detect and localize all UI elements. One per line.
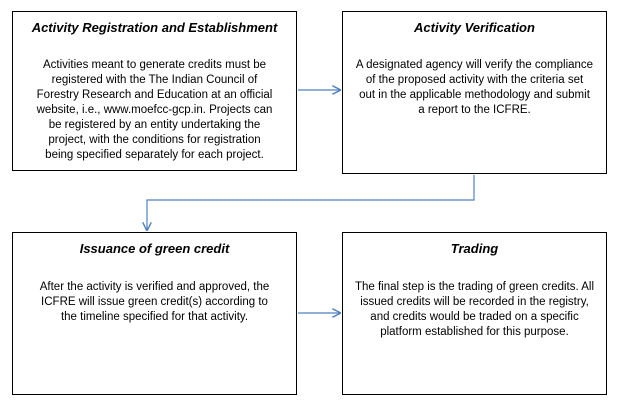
step-registration-title: Activity Registration and Establishment [31,20,278,35]
text-line: A designated agency will verify the comp… [355,59,594,71]
text-line: After the activity is verified and appro… [39,281,270,293]
step-issuance-title: Issuance of green credit [79,241,230,256]
text-line: Forestry Research and Education at an of… [36,89,273,101]
text-line: of the proposed activity with the criter… [365,74,584,86]
text-line: registered with the The Indian Council o… [51,74,258,86]
step-verification-box: Activity Verification A designated agenc… [342,11,607,174]
text-line: and credits would be traded on a specifi… [370,311,579,323]
text-line: project, with the conditions for registr… [48,134,261,146]
step-trading-text: The final step is the trading of green c… [353,280,596,340]
text-line: platform established for this purpose. [380,326,569,338]
step-issuance-text: After the activity is verified and appro… [23,280,286,325]
text-line: website, i.e., www.moefcc-gcp.in. Projec… [36,104,273,116]
text-line: out in the applicable methodology and su… [359,89,590,101]
step-issuance-box: Issuance of green credit After the activ… [12,232,297,395]
step-verification-title: Activity Verification [414,20,535,35]
step-registration-box: Activity Registration and Establishment … [12,11,297,171]
text-line: issued credits will be recorded in the r… [360,296,589,308]
step-registration-text: Activities meant to generate credits mus… [23,58,286,163]
text-line: Activities meant to generate credits mus… [42,59,267,71]
step-trading-title: Trading [450,241,499,256]
text-line: a report to the ICFRE. [418,104,531,116]
step-trading-box: Trading The final step is the trading of… [342,232,607,395]
text-line: being specified separately for each proj… [45,149,264,161]
text-line: the timeline specified for that activity… [60,311,249,323]
text-line: be registered by an entity undertaking t… [48,119,261,131]
text-line: The final step is the trading of green c… [354,281,595,293]
text-line: ICFRE will issue green credit(s) accordi… [41,296,268,308]
step-verification-text: A designated agency will verify the comp… [353,58,596,118]
arrow-verification-to-issuance [147,175,475,230]
